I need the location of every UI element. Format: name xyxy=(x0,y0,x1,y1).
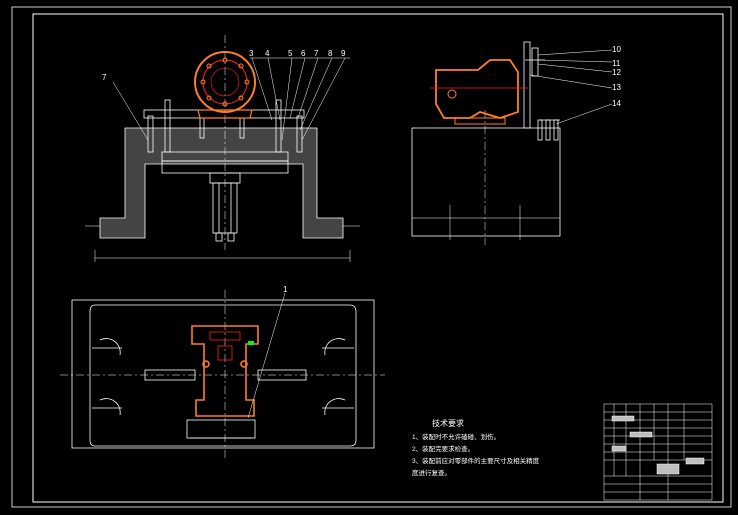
callout-6: 6 xyxy=(301,49,306,58)
marker-green xyxy=(248,341,254,345)
callout-7: 7 xyxy=(314,49,319,58)
note-1: 1、装配时不允许磕碰、划伤。 xyxy=(412,432,500,441)
note-4: 度进行复查。 xyxy=(412,468,451,477)
side-leaders xyxy=(529,49,613,125)
outer-border xyxy=(11,6,732,508)
callout-5: 5 xyxy=(288,49,293,58)
plan-view xyxy=(60,290,385,460)
note-3: 3、装配前应对零部件的主要尺寸及相关精度 xyxy=(412,456,540,465)
title-block xyxy=(603,403,713,501)
callout-8: 8 xyxy=(328,49,333,58)
callout-11: 11 xyxy=(612,59,621,68)
note-2: 2、装配完要求检查。 xyxy=(412,444,474,453)
front-view xyxy=(85,35,360,262)
front-leaders xyxy=(112,57,350,141)
callout-12: 12 xyxy=(612,68,621,77)
callout-4: 4 xyxy=(265,49,270,58)
inner-border xyxy=(32,13,724,503)
callout-7-left: 7 xyxy=(102,73,107,82)
side-view xyxy=(411,41,561,245)
callout-3: 3 xyxy=(249,49,254,58)
callout-1: 1 xyxy=(283,285,288,294)
plan-leader xyxy=(247,292,286,419)
notes-title: 技术要求 xyxy=(432,418,464,428)
callout-14: 14 xyxy=(612,99,621,108)
callout-9: 9 xyxy=(341,49,346,58)
side-workpiece xyxy=(430,59,528,125)
callout-10: 10 xyxy=(612,45,621,54)
plan-workpiece xyxy=(191,325,259,417)
callout-13: 13 xyxy=(612,83,621,92)
workpiece-flange xyxy=(194,51,256,119)
